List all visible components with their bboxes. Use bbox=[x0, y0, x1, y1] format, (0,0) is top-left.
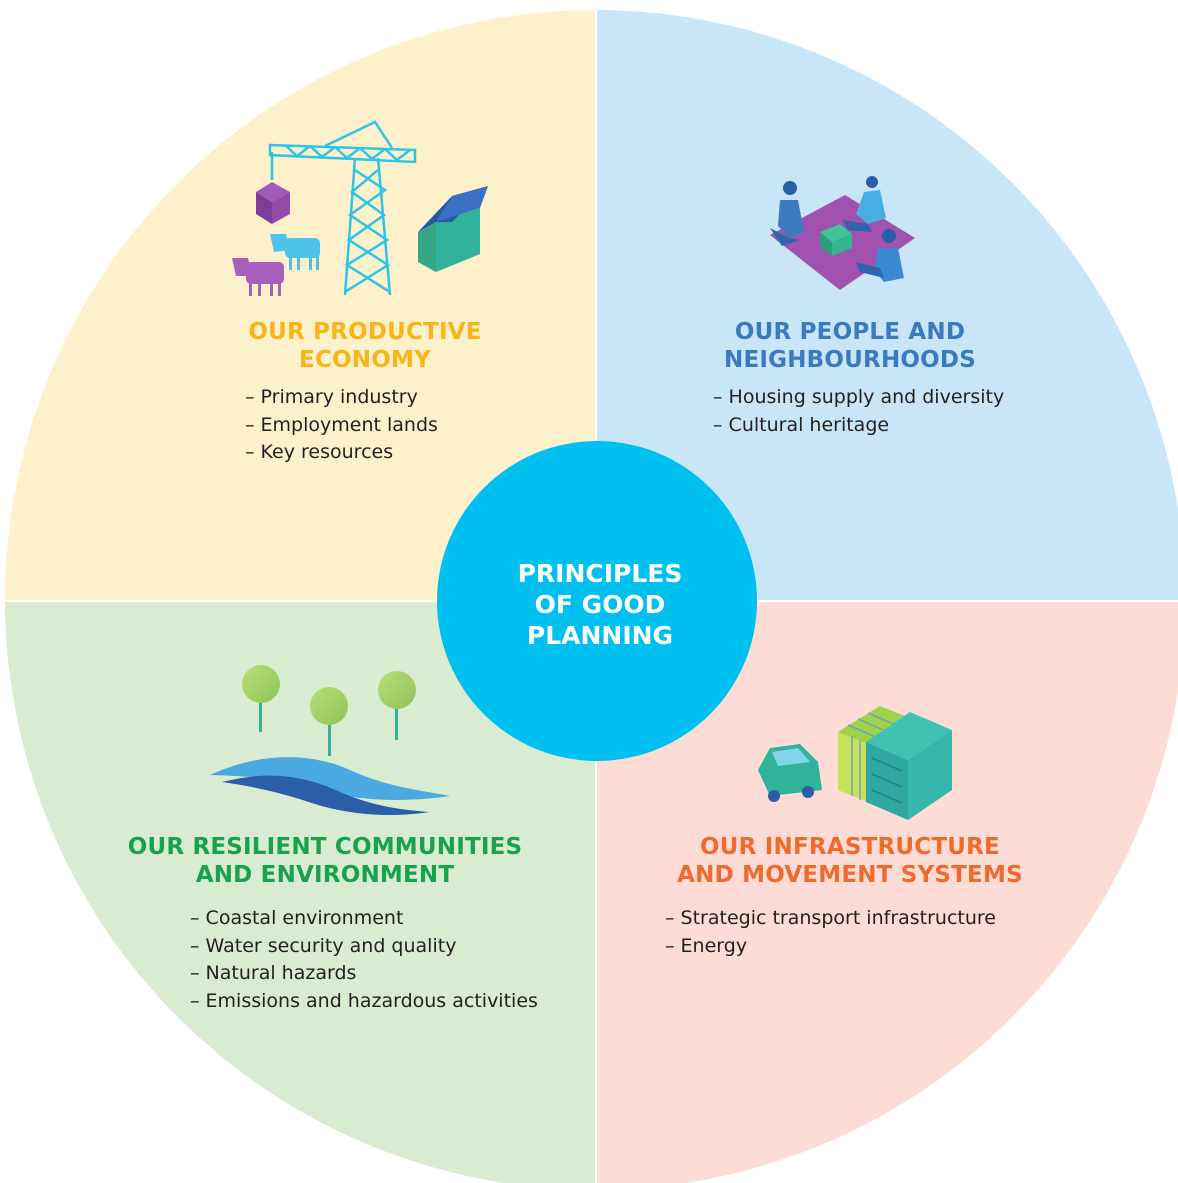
resilient-title: OUR RESILIENT COMMUNITIES AND ENVIRONMEN… bbox=[110, 833, 540, 889]
list-item: Water security and quality bbox=[190, 933, 590, 961]
people-title: OUR PEOPLE AND NEIGHBOURHOODS bbox=[685, 318, 1015, 374]
list-item: Primary industry bbox=[245, 384, 545, 412]
center-title-line3: PLANNING bbox=[526, 621, 674, 650]
infrastructure-list: Strategic transport infrastructure Energ… bbox=[665, 905, 1045, 960]
people-list: Housing supply and diversity Cultural he… bbox=[713, 384, 1073, 439]
center-title-line1: PRINCIPLES bbox=[517, 559, 683, 588]
list-item: Natural hazards bbox=[190, 960, 590, 988]
list-item: Employment lands bbox=[245, 412, 545, 440]
center-title-line2: OF GOOD bbox=[534, 590, 666, 619]
crane-cows-barn-icon bbox=[232, 120, 488, 296]
car-solar-buildings-icon bbox=[758, 706, 952, 820]
resilient-title-line2: AND ENVIRONMENT bbox=[195, 862, 455, 888]
people-on-mat-icon bbox=[770, 176, 915, 290]
productive-list: Primary industry Employment lands Key re… bbox=[245, 384, 545, 467]
people-title-line2: NEIGHBOURHOODS bbox=[724, 347, 976, 373]
people-title-line1: OUR PEOPLE AND bbox=[734, 319, 966, 345]
list-item: Coastal environment bbox=[190, 905, 590, 933]
productive-title-line2: ECONOMY bbox=[299, 347, 431, 373]
productive-title-line1: OUR PRODUCTIVE bbox=[248, 319, 482, 345]
list-item: Key resources bbox=[245, 439, 545, 467]
center-circle bbox=[437, 441, 757, 761]
resilient-title-line1: OUR RESILIENT COMMUNITIES bbox=[127, 834, 523, 860]
infrastructure-title-line2: AND MOVEMENT SYSTEMS bbox=[677, 862, 1023, 888]
list-item: Strategic transport infrastructure bbox=[665, 905, 1045, 933]
productive-title: OUR PRODUCTIVE ECONOMY bbox=[205, 318, 525, 374]
list-item: Emissions and hazardous activities bbox=[190, 988, 590, 1016]
trees-water-icon bbox=[210, 665, 450, 816]
center-title: PRINCIPLES OF GOOD PLANNING bbox=[490, 558, 710, 651]
list-item: Housing supply and diversity bbox=[713, 384, 1073, 412]
infrastructure-title-line1: OUR INFRASTRUCTURE bbox=[700, 834, 1000, 860]
resilient-list: Coastal environment Water security and q… bbox=[190, 905, 590, 1015]
list-item: Energy bbox=[665, 933, 1045, 961]
infrastructure-title: OUR INFRASTRUCTURE AND MOVEMENT SYSTEMS bbox=[650, 833, 1050, 889]
list-item: Cultural heritage bbox=[713, 412, 1073, 440]
